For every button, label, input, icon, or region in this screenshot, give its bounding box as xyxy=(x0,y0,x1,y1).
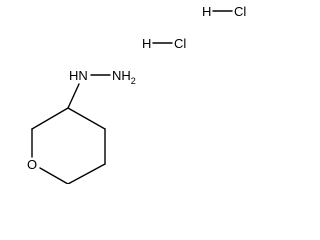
salt-2-chlorine: Cl xyxy=(174,36,186,51)
nh2-subscript: 2 xyxy=(131,76,136,86)
nh2-label: NH2 xyxy=(112,68,136,86)
hydrazine-group: HN NH2 xyxy=(67,68,136,109)
ring-bond-c2-c3 xyxy=(31,107,69,130)
hcl-salt-2: H Cl xyxy=(142,36,186,51)
ring-bond-c3-c4 xyxy=(67,107,106,130)
nh-label: HN xyxy=(69,68,88,83)
hcl-salt-1: H Cl xyxy=(202,4,246,19)
salt-1-chlorine: Cl xyxy=(234,4,246,19)
tetrahydropyran-ring: O xyxy=(27,107,106,184)
ring-bond-c5-c6 xyxy=(67,163,106,184)
salt-2-hydrogen: H xyxy=(142,36,151,51)
ring-bond-c6-o xyxy=(39,167,69,184)
ring-oxygen: O xyxy=(27,157,37,172)
salt-1-hydrogen: H xyxy=(202,4,211,19)
ring-n-bond xyxy=(67,83,80,109)
chemical-structure-diagram: H Cl H Cl HN NH2 O xyxy=(27,4,246,184)
nh2-label-main: NH xyxy=(112,68,131,83)
